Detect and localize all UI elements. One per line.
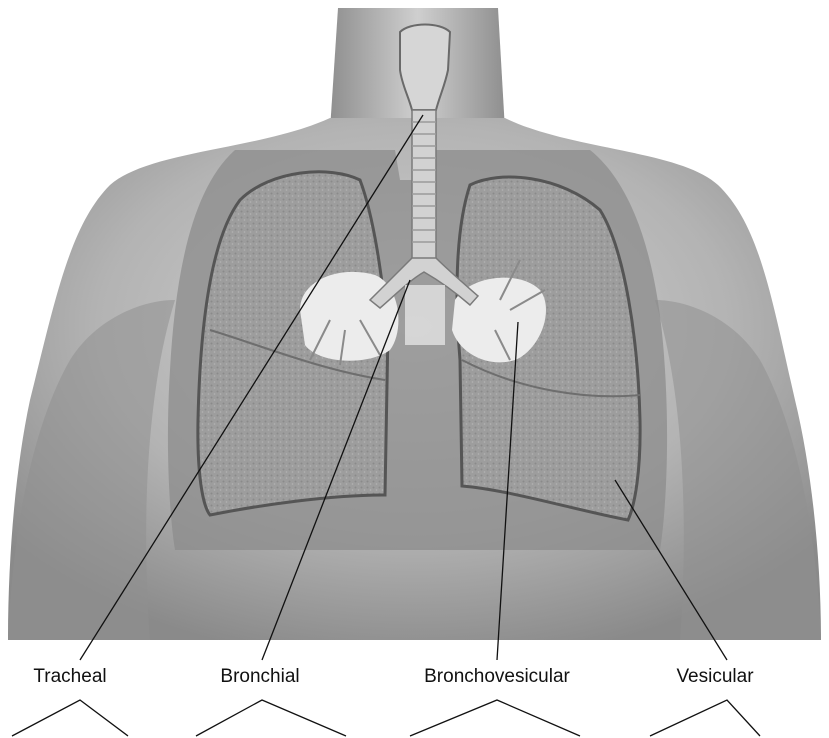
label-tracheal: Tracheal: [33, 666, 106, 687]
trachea: [412, 110, 436, 260]
label-vesicular: Vesicular: [676, 666, 754, 687]
mediastinum-shadow: [405, 285, 445, 345]
label-bronchial: Bronchial: [220, 666, 299, 687]
label-bronchovesicular: Bronchovesicular: [424, 666, 570, 687]
